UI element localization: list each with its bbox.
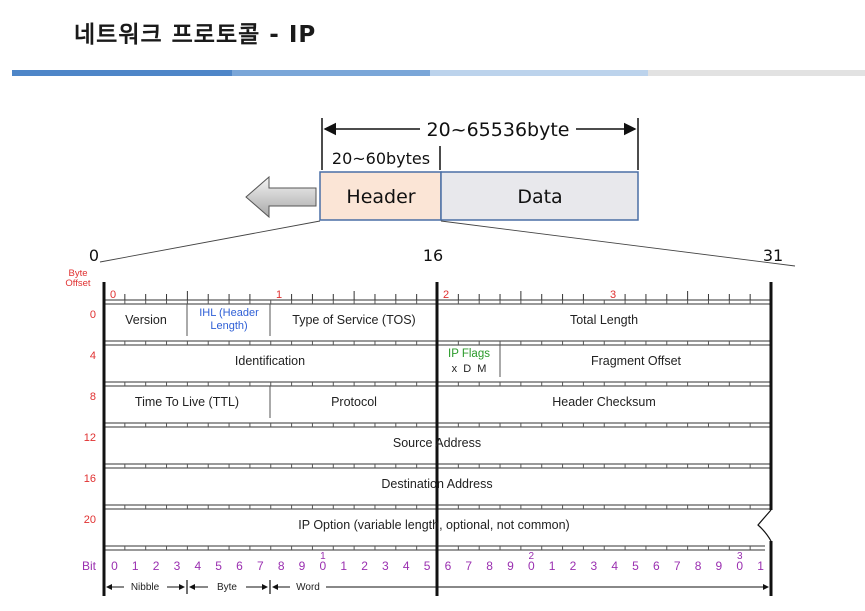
row-offset-0: 0: [90, 309, 96, 321]
bit-number: 9: [716, 559, 723, 573]
bit-number: 4: [194, 559, 201, 573]
bit-number: 4: [403, 559, 410, 573]
legend-word: Word: [296, 582, 320, 593]
bit-number-tens: 2: [529, 551, 535, 562]
byte-marker-2: 2: [443, 289, 449, 301]
expansion-line: [99, 220, 321, 263]
header-box: [319, 171, 442, 221]
bit-number: 8: [278, 559, 285, 573]
bit-number: 2: [570, 559, 577, 573]
scale-end: 31: [763, 246, 783, 265]
legend-byte: Byte: [217, 582, 237, 593]
field-version: Version: [125, 313, 167, 327]
bit-number: 6: [653, 559, 660, 573]
slide-title: 네트워크 프로토콜 - IP: [74, 22, 317, 48]
bit-number: 3: [590, 559, 597, 573]
bit-label: Bit: [82, 559, 97, 573]
data-box: [440, 171, 639, 221]
title-underline-segment: [12, 70, 232, 76]
bit-number: 0: [736, 559, 743, 573]
expansion-line: [440, 220, 796, 267]
scale-mid: 16: [423, 246, 443, 265]
row-offset-8: 8: [90, 391, 96, 403]
title-underline-segment: [430, 70, 648, 76]
bit-number: 8: [486, 559, 493, 573]
row-offset-20: 20: [84, 514, 96, 526]
field-header-checksum: Header Checksum: [552, 395, 656, 409]
bit-number: 1: [757, 559, 764, 573]
bit-number: 5: [632, 559, 639, 573]
bit-number-tens: 3: [737, 551, 743, 562]
field-source-address: Source Address: [393, 436, 481, 450]
bit-number: 5: [424, 559, 431, 573]
bit-number: 0: [111, 559, 118, 573]
field-identification: Identification: [235, 354, 305, 368]
bit-number: 0: [528, 559, 535, 573]
byte-marker-3: 3: [610, 289, 616, 301]
title-underline-segment: [648, 70, 865, 76]
bit-number: 3: [174, 559, 181, 573]
bit-number: 2: [361, 559, 368, 573]
bit-number: 6: [445, 559, 452, 573]
header-box-label: Header: [346, 186, 415, 208]
field-destination-address: Destination Address: [381, 477, 492, 491]
field-tos: Type of Service (TOS): [292, 313, 415, 327]
scale-start: 0: [89, 246, 99, 265]
bit-number: 4: [611, 559, 618, 573]
field-ttl: Time To Live (TTL): [135, 395, 239, 409]
total-size-label: 20~65536byte: [427, 119, 570, 141]
title-underline-segment: [232, 70, 430, 76]
byte-marker-1: 1: [276, 289, 282, 301]
byte-marker-0: 0: [110, 289, 116, 301]
bit-number: 1: [132, 559, 139, 573]
field-ihl-line1: IHL (Header: [199, 307, 259, 319]
bit-number: 7: [257, 559, 264, 573]
field-ip-option: IP Option (variable length, optional, no…: [298, 518, 569, 532]
bit-number: 0: [320, 559, 327, 573]
field-protocol: Protocol: [331, 395, 377, 409]
bit-number: 1: [340, 559, 347, 573]
field-total-length: Total Length: [570, 313, 638, 327]
row-separator: [103, 545, 765, 551]
left-arrow-icon: [245, 175, 317, 219]
packet-overview: 20~65536byte 20~60bytes Header Data 0 16…: [89, 118, 796, 267]
field-fragment-offset: Fragment Offset: [591, 354, 682, 368]
bit-number: 6: [236, 559, 243, 573]
bit-number: 9: [299, 559, 306, 573]
row-offset-4: 4: [90, 350, 96, 362]
legend-nibble: Nibble: [131, 582, 160, 593]
bit-number-tens: 1: [320, 551, 326, 562]
field-ip-flags: IP Flags: [448, 348, 490, 360]
field-ihl-line2: Length): [210, 320, 247, 332]
header-size-label: 20~60bytes: [332, 149, 430, 168]
bit-number: 5: [215, 559, 222, 573]
bit-number: 3: [382, 559, 389, 573]
data-box-label: Data: [517, 186, 562, 208]
row-offset-16: 16: [84, 473, 96, 485]
bit-number: 7: [674, 559, 681, 573]
row-offset-12: 12: [84, 432, 96, 444]
field-flag-bits: x D M: [452, 363, 487, 375]
bit-number: 2: [153, 559, 160, 573]
unit-legend: Nibble Byte Word: [103, 580, 772, 594]
bit-number: 8: [695, 559, 702, 573]
bit-number: 9: [507, 559, 514, 573]
bit-number: 7: [465, 559, 472, 573]
bit-number: 1: [549, 559, 556, 573]
